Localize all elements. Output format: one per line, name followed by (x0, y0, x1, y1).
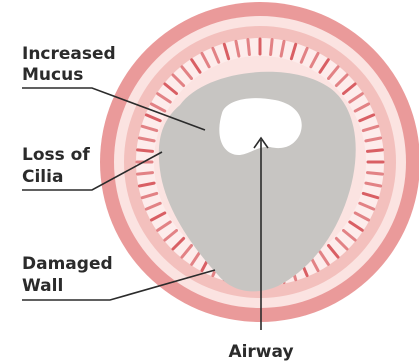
airway-label: Airway (228, 342, 293, 362)
increased-mucus-label-line2: Mucus (22, 65, 83, 85)
cilium (138, 150, 153, 152)
damaged-wall-label-line2: Wall (22, 276, 63, 296)
cilium (368, 173, 383, 175)
increased-mucus-label-line1: Increased (22, 44, 116, 64)
cilium (368, 150, 383, 152)
loss-of-cilia-label-line1: Loss of (22, 145, 90, 165)
cilium (248, 40, 250, 55)
damaged-wall-label-line1: Damaged (22, 254, 113, 274)
loss-of-cilia-label-line2: Cilia (22, 167, 63, 187)
cilium (138, 173, 153, 175)
cilium (271, 40, 273, 55)
